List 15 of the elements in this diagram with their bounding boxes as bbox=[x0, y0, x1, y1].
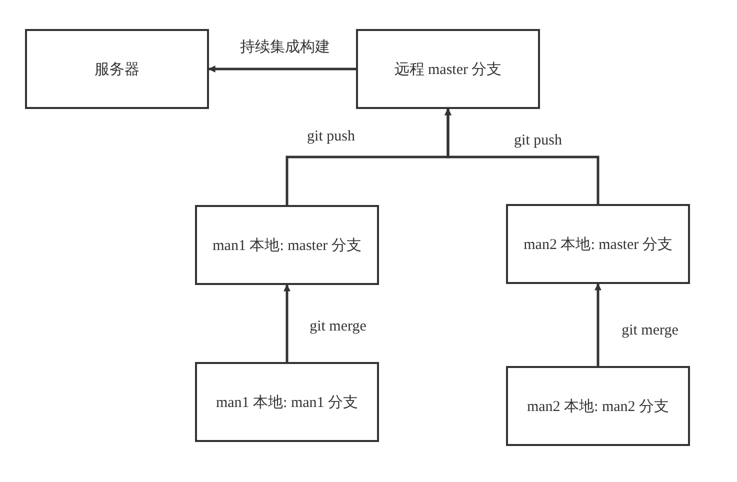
arrow bbox=[208, 66, 356, 72]
process-box: man1 本地: master 分支 bbox=[195, 205, 379, 285]
edge-label: git merge bbox=[308, 318, 368, 336]
process-box: 远程 master 分支 bbox=[356, 29, 540, 109]
process-box: man2 本地: man2 分支 bbox=[506, 366, 690, 446]
edge-label: git merge bbox=[620, 322, 680, 340]
edge-label: git push bbox=[512, 132, 564, 150]
process-box: 服务器 bbox=[25, 29, 209, 109]
process-box: man1 本地: man1 分支 bbox=[195, 362, 379, 442]
arrow bbox=[284, 284, 290, 362]
arrow bbox=[594, 283, 602, 366]
process-box: man2 本地: master 分支 bbox=[506, 204, 690, 284]
arrow bbox=[444, 108, 600, 204]
edge-label: git push bbox=[305, 128, 357, 146]
edge-label: 持续集成构建 bbox=[238, 38, 332, 56]
